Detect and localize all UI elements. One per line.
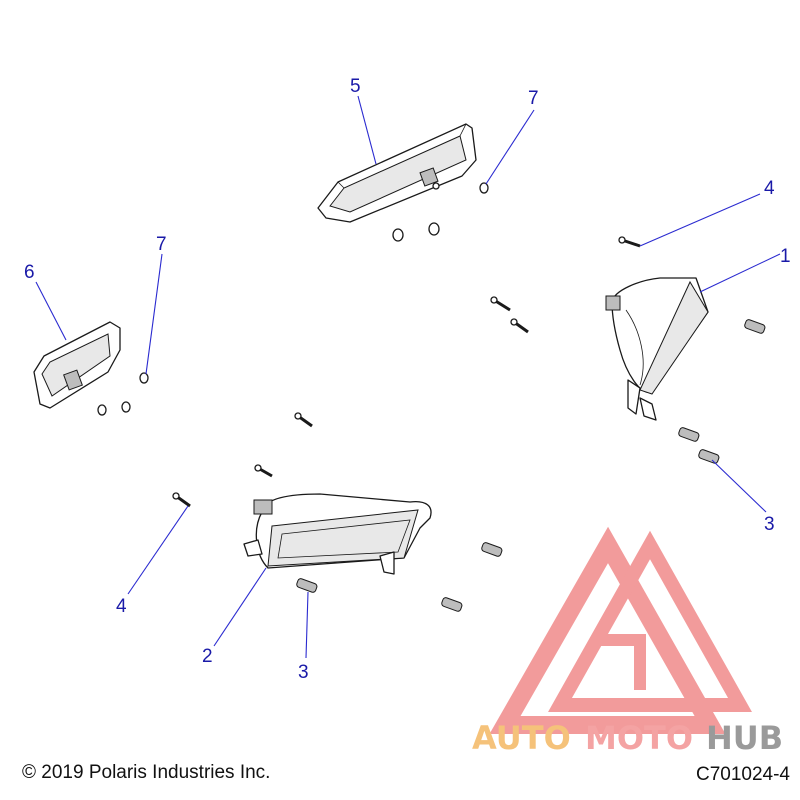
screw-4-right xyxy=(618,236,641,248)
part-2-headlight xyxy=(243,493,432,575)
part-6-tail-light xyxy=(33,321,121,409)
screw-4-left xyxy=(172,492,191,508)
screw-center-4 xyxy=(254,464,273,478)
part-5-tail-light xyxy=(317,123,477,223)
nut-7-top xyxy=(479,182,489,194)
callout-5: 5 xyxy=(350,76,361,97)
watermark-text-moto: MOTO xyxy=(585,719,693,757)
leader-7a xyxy=(485,109,535,185)
part-1-headlight xyxy=(605,277,709,421)
leader-4a xyxy=(639,193,761,247)
callout-7-top: 7 xyxy=(528,88,539,109)
screw-center-3 xyxy=(294,412,313,428)
nut-part-6-b xyxy=(121,401,131,413)
clip-right-1 xyxy=(744,319,766,334)
callout-4-left: 4 xyxy=(116,596,127,617)
callout-4-right: 4 xyxy=(764,178,775,199)
screw-center-2 xyxy=(510,318,529,334)
watermark-text-auto: AUTO xyxy=(472,719,571,757)
callout-6: 6 xyxy=(24,262,35,283)
callout-3-bottom: 3 xyxy=(298,662,309,683)
leader-6 xyxy=(35,281,67,341)
leader-1 xyxy=(699,253,781,293)
callout-3-right: 3 xyxy=(764,514,775,535)
nut-part-5-a xyxy=(392,228,404,242)
leader-3a xyxy=(711,459,767,513)
leader-4b xyxy=(127,505,189,595)
leader-7b xyxy=(145,253,163,375)
clip-right-2 xyxy=(678,427,700,442)
clip-bottom-1 xyxy=(296,578,318,593)
callout-2: 2 xyxy=(202,646,213,667)
leader-5 xyxy=(357,95,377,165)
clip-right-3 xyxy=(698,449,720,464)
leader-2 xyxy=(213,567,267,647)
nut-part-5-b xyxy=(428,222,440,236)
clip-bottom-2 xyxy=(481,542,503,557)
nut-part-6-a xyxy=(97,404,107,416)
nut-7-left xyxy=(139,372,149,384)
screw-center-1 xyxy=(490,296,511,312)
automotohub-logo xyxy=(489,526,752,734)
callout-7-left: 7 xyxy=(156,234,167,255)
watermark-text-hub: HUB xyxy=(706,719,783,757)
drawing-code: C701024-4 xyxy=(695,764,790,785)
callout-1: 1 xyxy=(780,246,791,267)
copyright-text: © 2019 Polaris Industries Inc. xyxy=(22,762,271,783)
leader-3b xyxy=(305,591,309,659)
clip-bottom-3 xyxy=(441,597,463,612)
